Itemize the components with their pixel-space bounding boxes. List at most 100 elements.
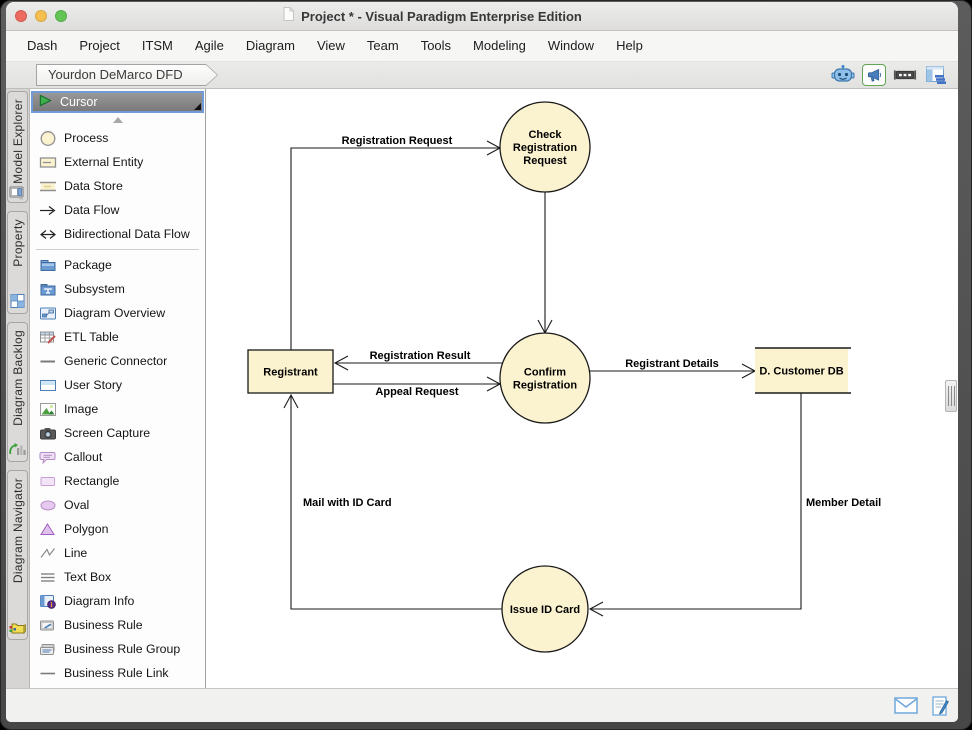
- tool-label: Generic Connector: [64, 354, 167, 368]
- side-tab-label: Model Explorer: [11, 99, 25, 184]
- toolbar: Yourdon DeMarco DFD: [6, 62, 958, 89]
- menu-dash[interactable]: Dash: [16, 31, 68, 61]
- tool-polygon[interactable]: Polygon: [30, 517, 205, 541]
- tool-label: Diagram Info: [64, 594, 134, 608]
- external-entity-registrant[interactable]: Registrant: [248, 350, 333, 393]
- breadcrumb[interactable]: Yourdon DeMarco DFD: [36, 64, 218, 86]
- traffic-lights: [15, 10, 67, 22]
- rectangle-icon: [38, 473, 57, 490]
- menu-project[interactable]: Project: [68, 31, 130, 61]
- diagram-navigator-icon: [8, 618, 27, 636]
- bidirectional-data-flow-icon: [38, 226, 57, 243]
- flow-registrant-details[interactable]: Registrant Details: [589, 358, 755, 378]
- tool-label: Process: [64, 131, 108, 145]
- flow-mail-with-id-card[interactable]: Mail with ID Card: [284, 395, 502, 609]
- flow-registration-result[interactable]: Registration Result: [335, 350, 503, 370]
- business-rule-group-icon: [38, 641, 57, 658]
- tool-label: Data Store: [64, 179, 123, 193]
- tool-label: Rectangle: [64, 474, 119, 488]
- diagram-label: Registrant Details: [625, 358, 719, 370]
- tool-screen-capture[interactable]: Screen Capture: [30, 421, 205, 445]
- flow-member-detail[interactable]: Member Detail: [590, 393, 881, 616]
- side-tab-diagram-backlog[interactable]: Diagram Backlog: [7, 322, 28, 462]
- process-issue-id-card[interactable]: Issue ID Card: [502, 566, 588, 652]
- dfd-diagram[interactable]: Registration RequestRegistration ResultA…: [206, 90, 957, 688]
- flow-appeal-request[interactable]: Appeal Request: [333, 377, 500, 398]
- data-store-icon: [38, 178, 57, 195]
- menu-team[interactable]: Team: [356, 31, 410, 61]
- external-entity-icon: [38, 154, 57, 171]
- diagram-label: Mail with ID Card: [303, 497, 392, 509]
- tool-generic-connector[interactable]: Generic Connector: [30, 349, 205, 373]
- business-rule-icon: [38, 617, 57, 634]
- menu-modeling[interactable]: Modeling: [462, 31, 537, 61]
- tool-rectangle[interactable]: Rectangle: [30, 469, 205, 493]
- tool-image[interactable]: Image: [30, 397, 205, 421]
- data-store-d-customer-db[interactable]: D. Customer DB: [755, 348, 851, 393]
- diagram-label: D. Customer DB: [759, 366, 843, 378]
- tool-business-rule-link[interactable]: Business Rule Link: [30, 661, 205, 685]
- menu-view[interactable]: View: [306, 31, 356, 61]
- tool-line[interactable]: Line: [30, 541, 205, 565]
- process-confirm-registration[interactable]: ConfirmRegistration: [500, 333, 590, 423]
- diagram-label: Check: [528, 129, 562, 141]
- tool-process[interactable]: Process: [30, 126, 205, 150]
- oval-icon: [38, 497, 57, 514]
- tool-data-store[interactable]: Data Store: [30, 174, 205, 198]
- tool-label: Image: [64, 402, 98, 416]
- menu-window[interactable]: Window: [537, 31, 605, 61]
- side-tab-label: Diagram Backlog: [11, 330, 25, 426]
- minimize-button[interactable]: [35, 10, 47, 22]
- layout-panel-icon[interactable]: [924, 64, 948, 86]
- diagram-label: Appeal Request: [375, 386, 458, 398]
- menu-help[interactable]: Help: [605, 31, 654, 61]
- zoom-button[interactable]: [55, 10, 67, 22]
- menu-itsm[interactable]: ITSM: [131, 31, 184, 61]
- close-button[interactable]: [15, 10, 27, 22]
- tool-cursor-selected[interactable]: Cursor: [31, 91, 204, 113]
- panel-splitter-grip[interactable]: [945, 380, 957, 412]
- tool-business-rule[interactable]: Business Rule: [30, 613, 205, 637]
- diagram-label: Member Detail: [806, 497, 881, 509]
- image-icon: [38, 401, 57, 418]
- tool-text-box[interactable]: Text Box: [30, 565, 205, 589]
- tool-package[interactable]: Package: [30, 253, 205, 277]
- tool-etl-table[interactable]: ETL Table: [30, 325, 205, 349]
- tool-diagram-info[interactable]: i Diagram Info: [30, 589, 205, 613]
- data-flow-icon: [38, 202, 57, 219]
- svg-text:i: i: [50, 601, 52, 609]
- triangle-up-icon: [113, 117, 123, 123]
- title-group: Project * - Visual Paradigm Enterprise E…: [126, 6, 738, 27]
- side-tab-diagram-navigator[interactable]: Diagram Navigator: [7, 470, 28, 640]
- toolbar-right-icons: [831, 64, 948, 86]
- process-check-registration-request[interactable]: CheckRegistrationRequest: [500, 102, 590, 192]
- mail-icon[interactable]: [894, 697, 918, 714]
- tool-data-flow[interactable]: Data Flow: [30, 198, 205, 222]
- tool-label: Polygon: [64, 522, 108, 536]
- menu-tools[interactable]: Tools: [410, 31, 462, 61]
- diagram-overview-icon: [38, 305, 57, 322]
- tool-callout[interactable]: Callout: [30, 445, 205, 469]
- user-story-icon: [38, 377, 57, 394]
- tool-external-entity[interactable]: External Entity: [30, 150, 205, 174]
- side-tab-model-explorer[interactable]: Model Explorer: [7, 91, 28, 203]
- subsystem-icon: [38, 281, 57, 298]
- tool-business-rule-group[interactable]: Business Rule Group: [30, 637, 205, 661]
- palette-scroll-up[interactable]: [30, 113, 205, 126]
- text-box-icon: [38, 569, 57, 586]
- side-tab-property[interactable]: Property: [7, 211, 28, 314]
- tool-user-story[interactable]: User Story: [30, 373, 205, 397]
- filmstrip-icon[interactable]: [893, 64, 917, 86]
- flow-registration-request[interactable]: Registration Request: [291, 135, 500, 350]
- tool-oval[interactable]: Oval: [30, 493, 205, 517]
- tool-bidirectional-data-flow[interactable]: Bidirectional Data Flow: [30, 222, 205, 246]
- diagram-canvas[interactable]: Registration RequestRegistration ResultA…: [206, 89, 958, 688]
- edit-note-icon[interactable]: [931, 695, 950, 717]
- tool-diagram-overview[interactable]: Diagram Overview: [30, 301, 205, 325]
- flow-connector[interactable]: [538, 192, 552, 333]
- menu-agile[interactable]: Agile: [184, 31, 235, 61]
- announce-megaphone-icon[interactable]: [862, 64, 886, 86]
- tool-subsystem[interactable]: Subsystem: [30, 277, 205, 301]
- assistant-robot-icon[interactable]: [831, 64, 855, 86]
- menu-diagram[interactable]: Diagram: [235, 31, 306, 61]
